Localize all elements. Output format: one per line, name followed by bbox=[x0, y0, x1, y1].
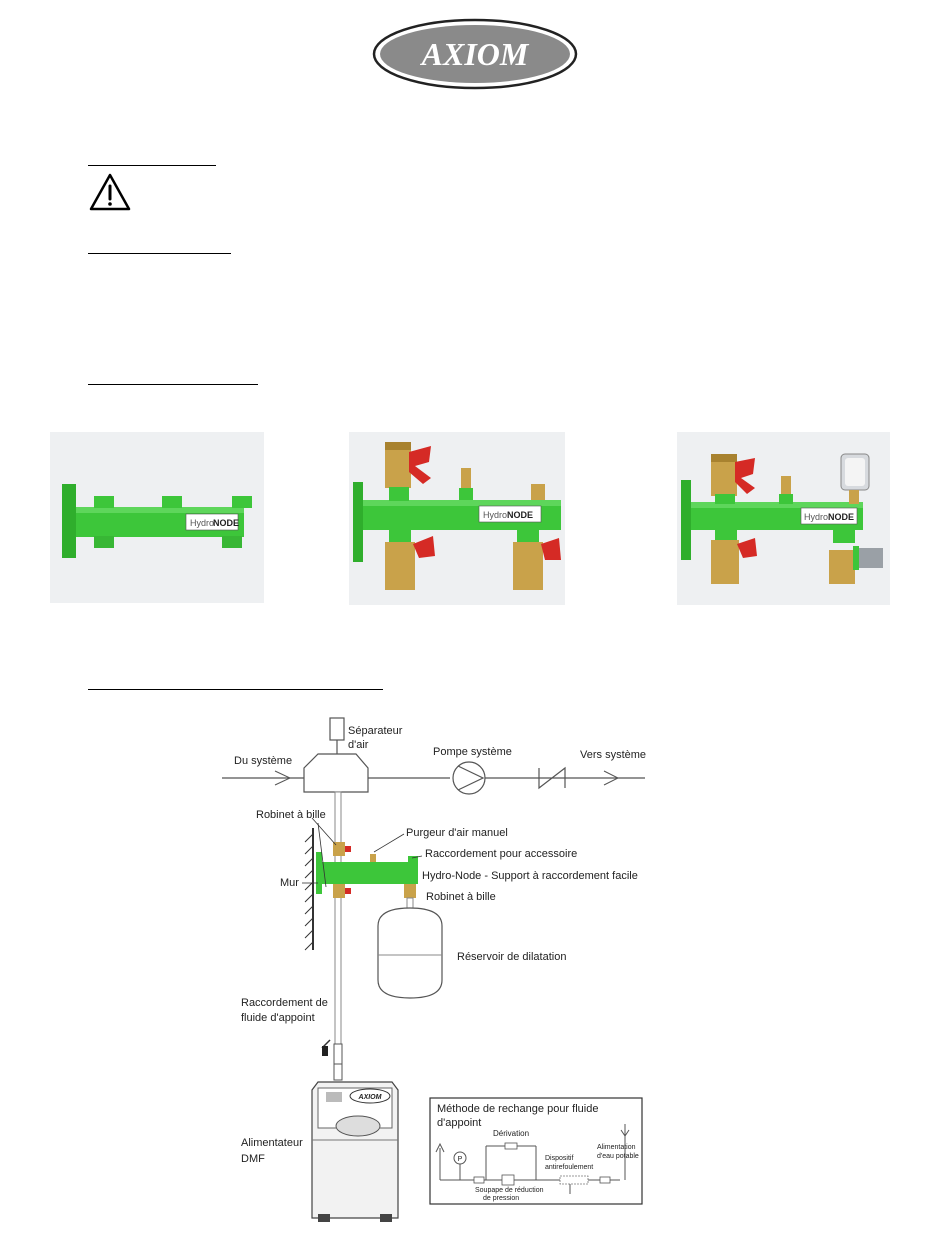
inset-title-1: Méthode de rechange pour fluide bbox=[437, 1103, 598, 1115]
brand-node: NODE bbox=[507, 510, 533, 520]
warning-icon bbox=[89, 173, 131, 211]
label-feeder-2: DMF bbox=[241, 1153, 265, 1165]
alternative-makeup-inset: Méthode de rechange pour fluide d'appoin… bbox=[429, 1097, 643, 1205]
brand-node: NODE bbox=[213, 518, 239, 528]
inset-gauge: P bbox=[458, 1156, 463, 1163]
brand-hydro: Hydro bbox=[804, 512, 828, 522]
axiom-logo: AXIOM bbox=[372, 18, 578, 90]
label-to-system: Vers système bbox=[580, 749, 646, 761]
label-air-separator-1: Séparateur bbox=[348, 725, 403, 737]
label-ball-valve-bottom: Robinet à bille bbox=[426, 891, 496, 903]
feeder-logo: AXIOM bbox=[358, 1094, 382, 1101]
inset-prv-1: Soupape de réduction bbox=[475, 1187, 544, 1194]
label-from-system: Du système bbox=[234, 755, 292, 767]
label-makeup-1: Raccordement de bbox=[241, 997, 328, 1009]
product-photo-valves: Hydro NODE bbox=[349, 432, 565, 605]
label-ball-valve-top: Robinet à bille bbox=[256, 809, 326, 821]
label-wall: Mur bbox=[280, 877, 299, 889]
heading-rule-1 bbox=[88, 165, 216, 166]
label-air-separator-2: d'air bbox=[348, 739, 369, 751]
inset-potable-1: Alimentation bbox=[597, 1144, 636, 1151]
brand-hydro: Hydro bbox=[190, 518, 214, 528]
inset-backflow-2: antirefoulement bbox=[545, 1164, 593, 1171]
label-hydro-node: Hydro-Node - Support à raccordement faci… bbox=[422, 870, 638, 882]
brand-node: NODE bbox=[828, 512, 854, 522]
inset-prv-2: de pression bbox=[483, 1195, 519, 1202]
brand-hydro: Hydro bbox=[483, 510, 507, 520]
inset-bypass: Dérivation bbox=[493, 1129, 529, 1138]
heading-rule-4 bbox=[88, 689, 383, 690]
inset-potable-2: d'eau potable bbox=[597, 1153, 639, 1160]
heading-rule-3 bbox=[88, 384, 258, 385]
label-manual-air-vent: Purgeur d'air manuel bbox=[406, 827, 508, 839]
inset-title-2: d'appoint bbox=[437, 1117, 481, 1129]
logo-text: AXIOM bbox=[420, 36, 530, 72]
label-expansion-tank: Réservoir de dilatation bbox=[457, 951, 566, 963]
label-accessory-connection: Raccordement pour accessoire bbox=[425, 848, 577, 860]
heading-rule-2 bbox=[88, 253, 231, 254]
label-feeder-1: Alimentateur bbox=[241, 1137, 303, 1149]
label-makeup-2: fluide d'appoint bbox=[241, 1012, 315, 1024]
product-photo-accessories: Hydro NODE bbox=[677, 432, 890, 605]
label-system-pump: Pompe système bbox=[433, 746, 512, 758]
product-photo-bare: Hydro NODE bbox=[50, 432, 264, 603]
inset-backflow-1: Dispositif bbox=[545, 1155, 573, 1162]
